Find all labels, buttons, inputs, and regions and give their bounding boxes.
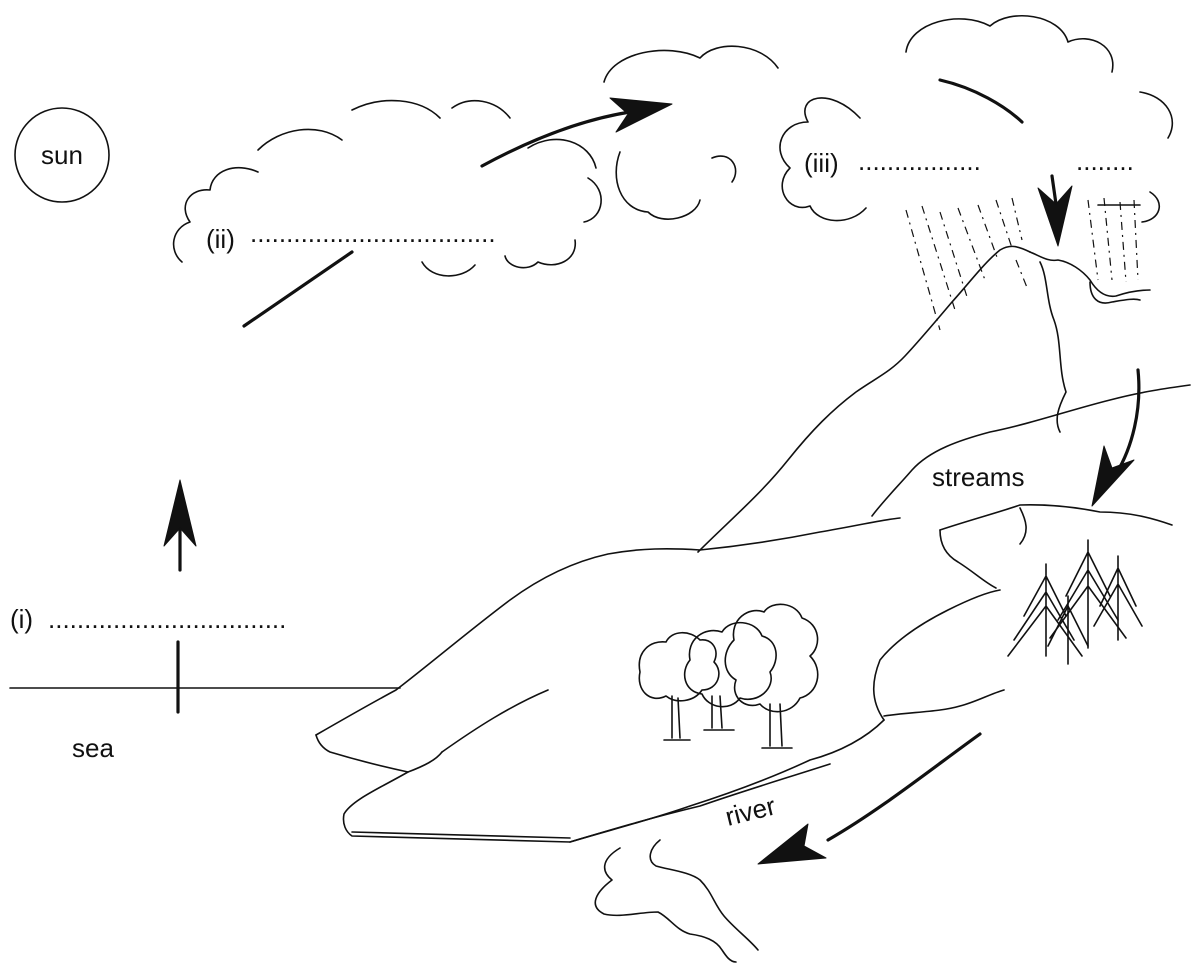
blank-iii-answer-line-a[interactable]: .................: [858, 146, 981, 176]
sea-label: sea: [72, 733, 114, 763]
sun-label: sun: [41, 140, 83, 170]
tree-3: [724, 603, 819, 749]
land: [315, 245, 1191, 843]
arrow-cloud-movement: [242, 97, 673, 328]
blank-i-label: (i): [10, 604, 33, 634]
sun: sun: [14, 107, 110, 203]
rain: [905, 197, 1139, 331]
arrow-rain-down: [938, 78, 1073, 247]
river-label: river: [722, 790, 779, 831]
deciduous-trees: [638, 603, 819, 749]
blank-i: (i) .................................: [10, 604, 286, 634]
blank-iii-answer-line-b[interactable]: ........: [1076, 146, 1134, 176]
conifer-trees: [1007, 539, 1143, 665]
cloud-left: [172, 99, 602, 277]
river: river: [569, 763, 831, 963]
tree-1: [638, 631, 720, 741]
sun-circle: [14, 107, 110, 203]
blank-ii: (ii) ..................................: [206, 218, 496, 254]
blank-iii-label: (iii): [804, 148, 839, 178]
blank-ii-answer-line[interactable]: ..................................: [250, 218, 496, 248]
arrow-river-to-sea: [757, 732, 982, 865]
blank-i-answer-line[interactable]: .................................: [48, 604, 286, 634]
arrow-streams-down: [1091, 368, 1141, 507]
blank-ii-label: (ii): [206, 224, 235, 254]
blank-iii: (iii) ................. ........: [804, 146, 1134, 178]
cloud-middle: [603, 45, 779, 220]
cloud-right: [779, 14, 1174, 223]
sea: sea: [9, 687, 401, 763]
streams-label: streams: [932, 462, 1024, 492]
arrow-evaporation: [163, 479, 197, 714]
tree-2: [683, 621, 777, 731]
